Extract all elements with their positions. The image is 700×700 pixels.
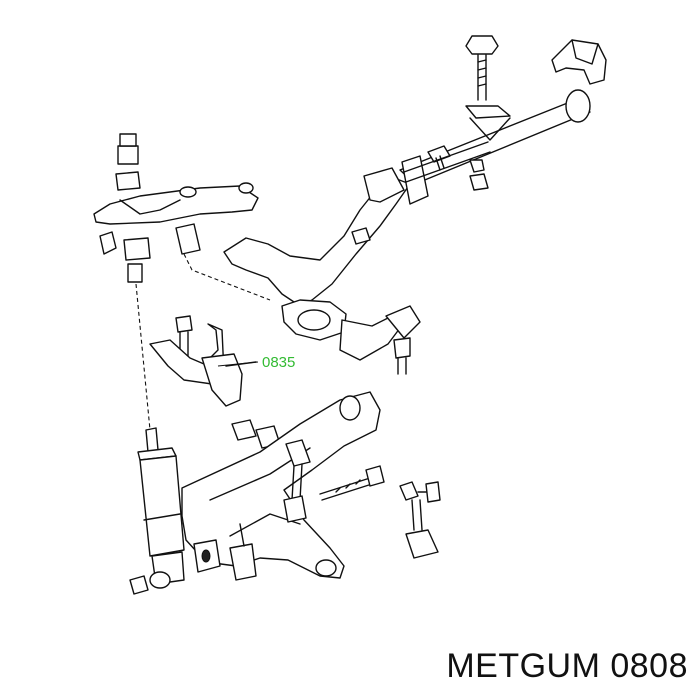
part-callout: 0835 — [217, 354, 295, 371]
steering-knuckle — [223, 141, 491, 375]
brand-caption: METGUM 0808 — [446, 647, 688, 685]
lower-control-arm — [181, 391, 381, 581]
upper-control-arm — [93, 133, 271, 301]
stabilizer-bushing-bracket — [149, 315, 281, 449]
part-number-label: 0835 — [262, 354, 295, 371]
end-link — [399, 481, 441, 559]
stabilizer-link — [283, 439, 385, 523]
shock-absorber — [129, 283, 185, 595]
stabilizer-bar-assembly — [399, 35, 607, 191]
